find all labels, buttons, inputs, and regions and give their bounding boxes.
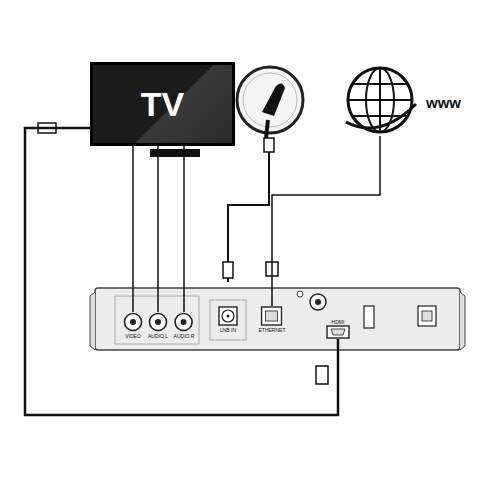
node-label: AUDIO L (148, 332, 168, 339)
cable (157, 146, 159, 312)
port-icon (218, 306, 238, 326)
tv-screen: TV (90, 62, 235, 146)
cable (132, 146, 134, 312)
rca-jack: AUDIO L (148, 312, 168, 339)
node-label: HDMI (332, 318, 345, 325)
lnb-cable (228, 152, 269, 282)
node-label: LNB IN (220, 326, 236, 333)
node-label: ETHERNET (259, 326, 286, 333)
rca-jack: AUDIO R (174, 312, 195, 339)
hdmi-port: HDMI (326, 318, 350, 339)
node-label: TV (141, 85, 184, 124)
globe-icon (342, 64, 418, 136)
satellite-dish (237, 67, 303, 152)
port-icon (326, 325, 350, 339)
hdmi-plug (316, 366, 328, 384)
cable (183, 146, 185, 312)
node-label: VIDEO (125, 332, 141, 339)
ethernet-port: ETHERNET (259, 306, 286, 333)
port-icon (123, 312, 143, 332)
port-icon (261, 306, 283, 326)
f-plug (223, 262, 233, 278)
node-label: www (426, 94, 461, 111)
cable (25, 128, 338, 415)
internet-globe: www (342, 64, 472, 136)
node-label: AUDIO R (174, 332, 195, 339)
receiver (90, 288, 465, 350)
port-icon (174, 312, 194, 332)
cable (272, 136, 380, 306)
rca-jack: VIDEO (123, 312, 143, 339)
port-icon (148, 312, 168, 332)
lnb-port: LNB IN (218, 306, 238, 333)
